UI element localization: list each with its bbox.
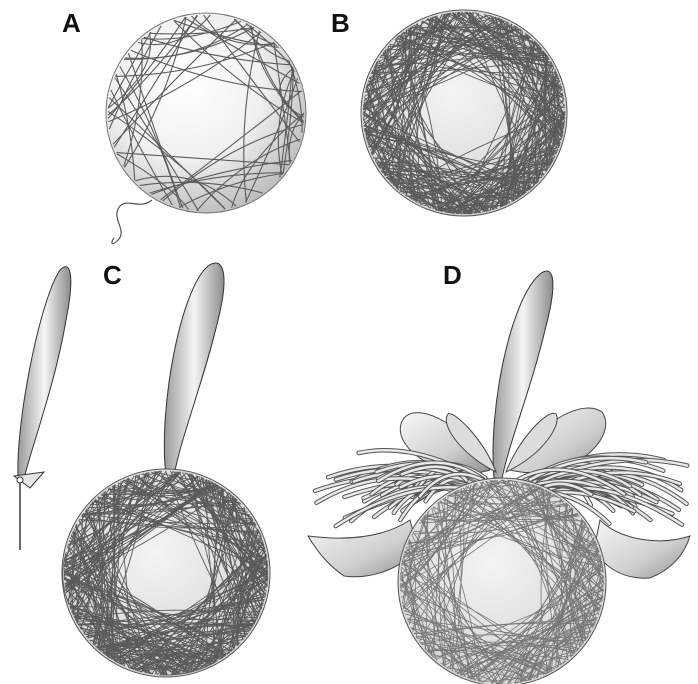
ribbon-loop-with-pin — [14, 267, 71, 550]
panel-label-d: D — [443, 262, 462, 288]
panel-b-illustration — [361, 10, 567, 216]
panel-a-illustration — [106, 13, 306, 244]
ribbon-loop — [18, 267, 71, 478]
panel-label-c: C — [103, 262, 122, 288]
panel-c-illustration — [14, 263, 270, 677]
panel-label-a: A — [62, 10, 81, 36]
panel-d-illustration — [308, 271, 690, 684]
hanging-loop — [164, 263, 224, 476]
panel-label-b: B — [331, 10, 350, 36]
bow-tail-right — [594, 520, 690, 578]
balloon-tie-string — [112, 200, 152, 244]
string-strand — [78, 624, 254, 625]
pin-head — [17, 477, 23, 483]
